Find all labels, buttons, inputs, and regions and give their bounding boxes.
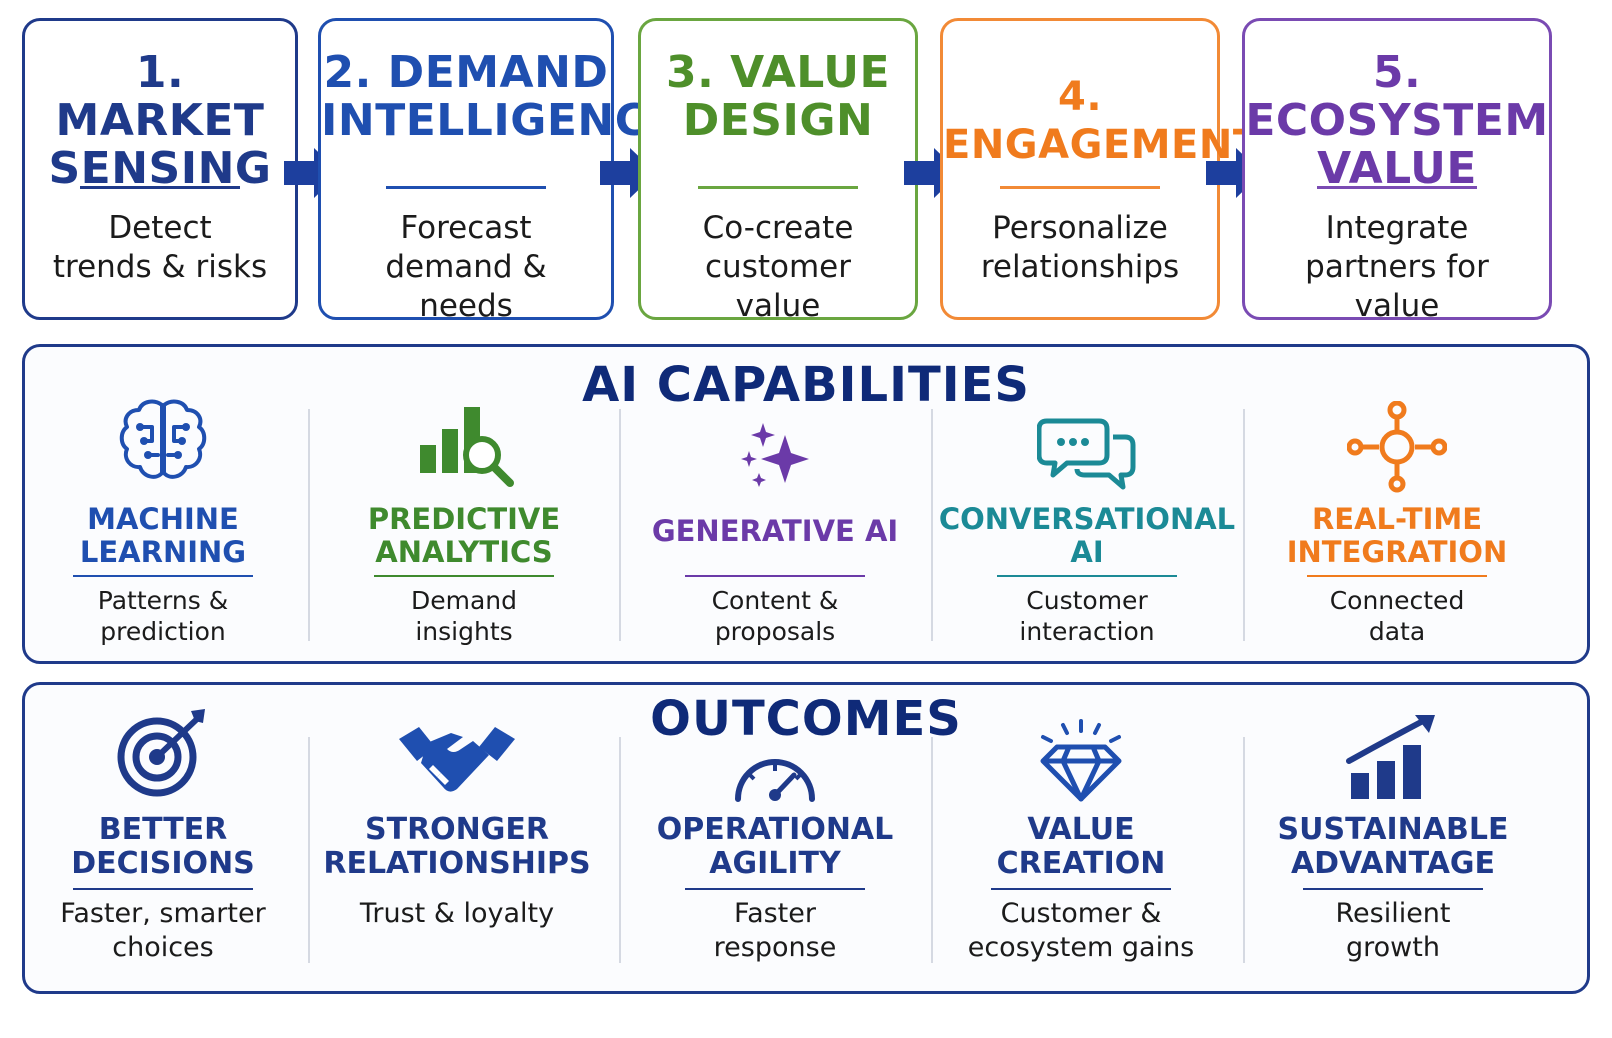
diamond-icon (1040, 719, 1122, 802)
stage-ecosystem-value: 5. ECOSYSTEM VALUE Integrate partners fo… (1242, 18, 1552, 324)
capability-desc: Patterns & prediction (97, 586, 229, 646)
capability-rule (374, 575, 554, 577)
growth-chart-icon (1346, 715, 1435, 799)
outcome-desc: Faster response (713, 898, 837, 963)
chart-search-icon (420, 407, 514, 487)
divider (931, 409, 933, 641)
capability-title: GENERATIVE AI (651, 514, 899, 548)
target-icon (117, 709, 205, 797)
outcome-title: STRONGER RELATIONSHIPS (323, 812, 591, 881)
outcome-rule (685, 888, 865, 890)
outcome-title: SUSTAINABLE ADVANTAGE (1277, 812, 1509, 881)
outcome-desc: Trust & loyalty (359, 898, 555, 929)
capability-predictive-analytics: PREDICTIVE ANALYTICS Demand insights (314, 347, 614, 663)
sparkles-icon (741, 423, 809, 487)
outcome-title: VALUE CREATION (996, 812, 1166, 881)
stage-title: 1. MARKET SENSING (48, 47, 272, 194)
capability-title: CONVERSATIONAL AI (938, 502, 1236, 569)
capability-machine-learning: MACHINE LEARNING Patterns & prediction (13, 347, 313, 663)
divider (1243, 409, 1245, 641)
outcome-desc: Resilient growth (1335, 898, 1451, 963)
capability-rule (1307, 575, 1487, 577)
stage-title: 2. DEMAND INTELLIGENCE (321, 47, 679, 146)
outcome-desc: Customer & ecosystem gains (967, 898, 1195, 963)
divider (619, 737, 621, 963)
stage-title: 3. VALUE DESIGN (665, 47, 891, 146)
capability-rule (73, 575, 253, 577)
stage-rule (80, 186, 240, 189)
outcomes-panel: OUTCOMES BETTER DECISIONS Faster, smarte… (22, 682, 1590, 994)
stage-desc: Co-create customer value (702, 210, 854, 324)
speedometer-icon (735, 759, 815, 802)
stage-title: 4. ENGAGEMENT (943, 74, 1261, 168)
stage-rule (1317, 186, 1477, 189)
stage-rule (1000, 186, 1160, 189)
capability-title: REAL-TIME INTEGRATION (1286, 502, 1508, 569)
capability-desc: Customer interaction (1019, 586, 1155, 646)
outcome-rule (367, 888, 547, 890)
outcome-better-decisions: BETTER DECISIONS Faster, smarter choices (13, 685, 313, 993)
panel-title: OUTCOMES (650, 691, 962, 747)
brain-icon (119, 399, 207, 479)
network-hub-icon (1347, 401, 1447, 493)
divider (308, 409, 310, 641)
stage-rule (386, 186, 546, 189)
divider (619, 409, 621, 641)
outcome-operational-agility: OPERATIONAL AGILITY Faster response (625, 685, 925, 993)
divider (308, 737, 310, 963)
ai-capabilities-panel: AI CAPABILITIES MACHINE (22, 344, 1590, 664)
outcome-desc: Faster, smarter choices (60, 898, 266, 963)
chat-bubbles-icon (1037, 418, 1136, 490)
outcome-title: OPERATIONAL AGILITY (656, 812, 894, 881)
capability-generative-ai: GENERATIVE AI Content & proposals (625, 347, 925, 663)
outcome-sustainable-advantage: SUSTAINABLE ADVANTAGE Resilient growth (1243, 685, 1543, 993)
stage-value-design: 3. VALUE DESIGN Co-create customer value (638, 18, 918, 324)
stage-title: 5. ECOSYSTEM VALUE (1245, 47, 1549, 194)
capability-desc: Content & proposals (711, 586, 839, 646)
stage-desc: Integrate partners for value (1305, 210, 1489, 324)
panel-title: AI CAPABILITIES (582, 357, 1030, 413)
outcome-rule (73, 888, 253, 890)
capability-desc: Connected data (1329, 586, 1465, 646)
capability-conversational-ai: CONVERSATIONAL AI Customer interaction (937, 347, 1237, 663)
stage-rule (698, 186, 858, 189)
stage-desc: Personalize relationships (980, 210, 1180, 285)
stage-desc: Detect trends & risks (52, 210, 268, 285)
capability-title: PREDICTIVE ANALYTICS (367, 502, 561, 569)
stage-market-sensing: 1. MARKET SENSING Detect trends & risks (22, 18, 298, 320)
outcome-rule (1303, 888, 1483, 890)
outcome-title: BETTER DECISIONS (71, 812, 255, 881)
divider (1243, 737, 1245, 963)
divider (931, 737, 933, 963)
stage-desc: Forecast demand & needs (385, 210, 547, 324)
capability-rule (997, 575, 1177, 577)
stage-demand-intelligence: 2. DEMAND INTELLIGENCE Forecast demand &… (318, 18, 679, 324)
capability-title: MACHINE LEARNING (79, 502, 247, 569)
capability-real-time-integration: REAL-TIME INTEGRATION Connected data (1247, 347, 1547, 663)
outcome-value-creation: VALUE CREATION Customer & ecosystem gain… (931, 685, 1231, 993)
stage-engagement: 4. ENGAGEMENT Personalize relationships (940, 18, 1261, 320)
capability-rule (685, 575, 865, 577)
capability-desc: Demand insights (410, 586, 518, 646)
outcome-stronger-relationships: STRONGER RELATIONSHIPS Trust & loyalty (307, 685, 607, 993)
handshake-icon (399, 727, 515, 792)
outcome-rule (991, 888, 1171, 890)
